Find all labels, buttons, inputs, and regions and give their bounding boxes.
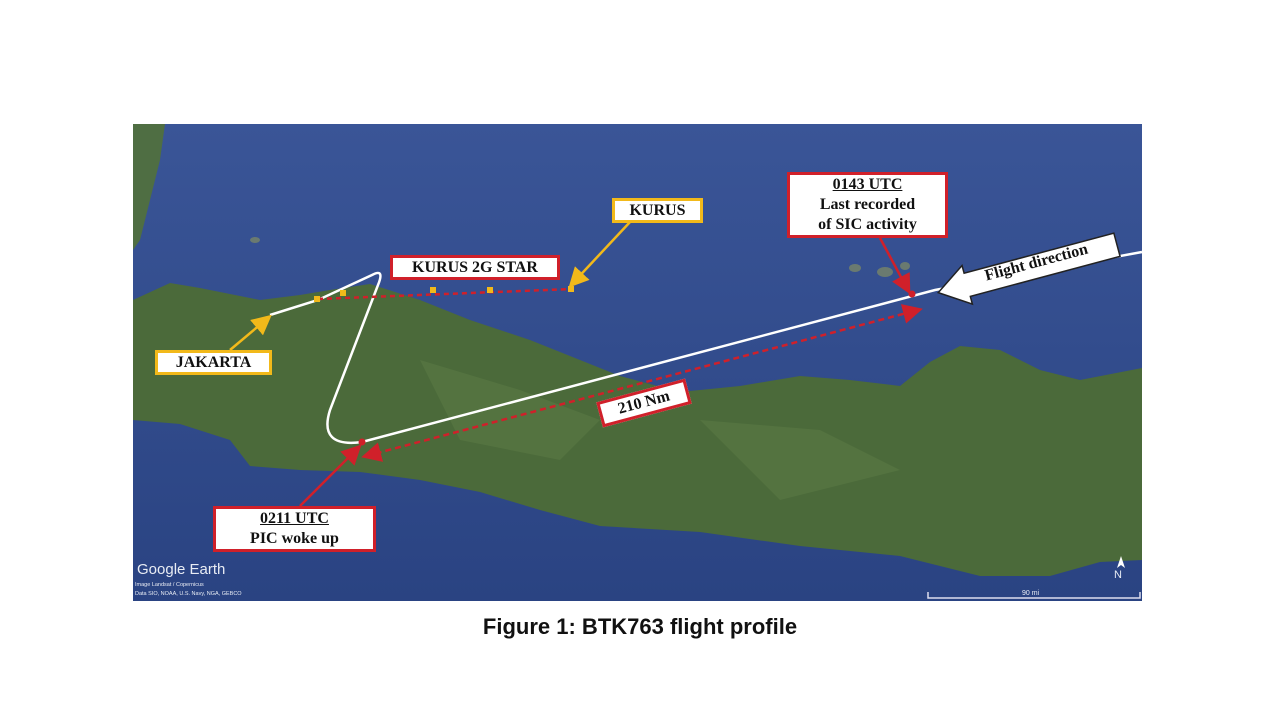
- kurus-pointer: [568, 221, 631, 288]
- distance-arrow: [361, 304, 923, 462]
- sic-time: 0143 UTC: [832, 176, 903, 193]
- figure-caption: Figure 1: BTK763 flight profile: [482, 614, 798, 639]
- waypoint-markers: [314, 286, 574, 302]
- pic-pointer: [299, 444, 362, 507]
- label-last-sic-activity: 0143 UTC Last recorded of SIC activity: [787, 172, 948, 238]
- label-pic-woke-up: 0211 UTC PIC woke up: [213, 506, 376, 552]
- kurus-star-track: [317, 287, 573, 301]
- sic-pointer: [878, 237, 911, 295]
- north-arrow-icon: [1117, 556, 1125, 568]
- pic-time: 0211 UTC: [260, 510, 329, 527]
- label-kurus-2g-star: KURUS 2G STAR: [390, 255, 560, 280]
- scale-bar: [927, 592, 1141, 599]
- north-label: N: [1114, 569, 1122, 581]
- flight-direction-arrow: [936, 232, 1121, 306]
- sumatra-land: [133, 124, 165, 250]
- islands: [250, 237, 910, 277]
- sic-line2: of SIC activity: [818, 216, 917, 233]
- jakarta-pointer: [229, 314, 272, 351]
- pic-woke-point: [358, 438, 366, 446]
- data-credit: Data SIO, NOAA, U.S. Navy, NGA, GEBCO: [135, 591, 242, 597]
- label-jakarta: JAKARTA: [155, 350, 272, 375]
- sic-activity-point: [908, 290, 916, 298]
- land-texture: [420, 360, 900, 500]
- google-earth-logo: Google Earth: [137, 561, 226, 578]
- label-kurus: KURUS: [612, 198, 703, 223]
- flight-route: [269, 250, 1143, 445]
- sic-line1: Last recorded: [819, 196, 916, 213]
- imagery-credit: Image Landsat / Copernicus: [135, 582, 204, 588]
- pic-text: PIC woke up: [250, 530, 339, 547]
- scale-label: 90 mi: [1022, 590, 1040, 597]
